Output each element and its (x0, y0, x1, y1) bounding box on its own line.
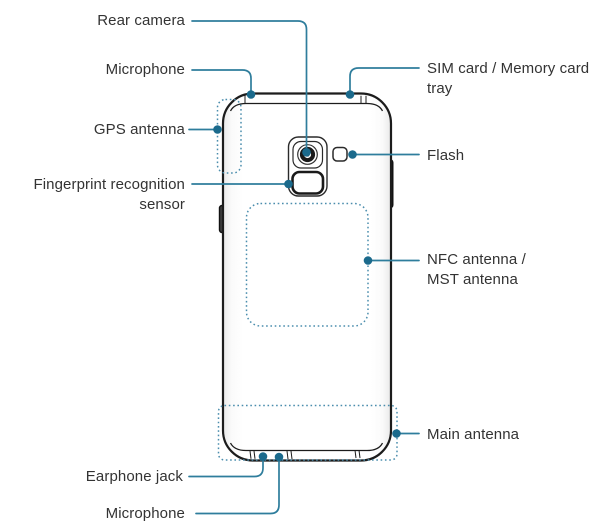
line-earphone-jack (188, 458, 264, 478)
dot-flash (348, 150, 357, 159)
callout-dots (213, 90, 401, 462)
label-earphone-jack: Earphone jack (85, 468, 183, 485)
dot-nfc-antenna (363, 256, 373, 265)
dot-microphone-top (246, 90, 256, 99)
dot-sim-tray (345, 90, 355, 99)
dot-gps-antenna (213, 125, 222, 134)
callout-lines (188, 20, 420, 515)
bottom-edge (229, 442, 384, 460)
gps-antenna-region (216, 98, 242, 174)
camera-module (287, 136, 328, 197)
main-antenna-region (217, 404, 398, 461)
label-gps-antenna: GPS antenna (93, 120, 185, 138)
dot-main-antenna (392, 429, 401, 438)
line-microphone-top (191, 69, 252, 93)
label-main-antenna: Main antenna (427, 425, 520, 443)
label-sim-tray: SIM card / Memory card tray (427, 60, 590, 97)
dot-rear-camera (302, 148, 311, 157)
line-microphone-bottom (195, 459, 280, 515)
label-flash: Flash (427, 146, 465, 164)
label-rear-camera: Rear camera (97, 12, 185, 29)
dot-fingerprint (284, 179, 293, 189)
label-microphone-bottom: Microphone (105, 505, 185, 522)
line-rear-camera (191, 20, 308, 151)
label-nfc-antenna: NFC antenna / MST antenna (427, 251, 526, 288)
label-microphone-top: Microphone (105, 61, 185, 78)
line-sim-tray (349, 67, 420, 93)
dot-microphone-bottom (274, 452, 284, 462)
rear-camera-lens-icon (297, 144, 318, 165)
label-fingerprint-sensor: Fingerprint recognition sensor (33, 176, 185, 213)
flash-icon (332, 146, 348, 162)
fingerprint-sensor-icon (291, 170, 325, 195)
dot-earphone-jack (258, 452, 268, 461)
